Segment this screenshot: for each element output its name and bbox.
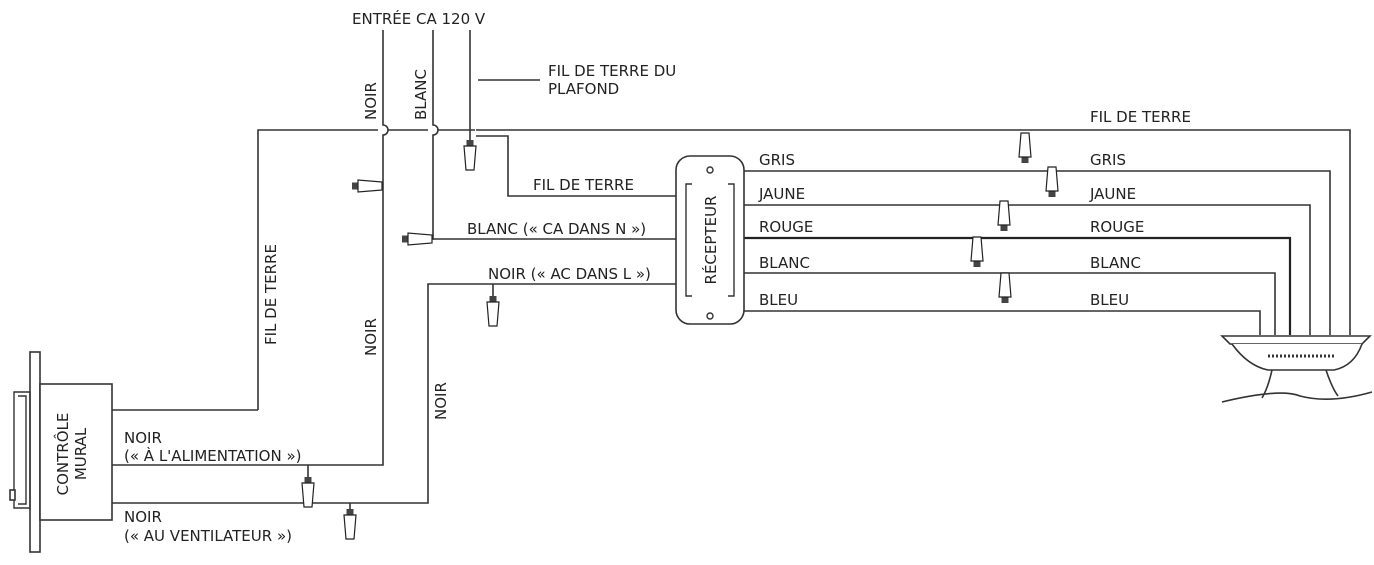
fan-in-bleu: BLEU xyxy=(1090,291,1129,309)
to-power-label-line2: (« À L'ALIMENTATION ») xyxy=(124,446,302,465)
to-fan-label-line2: (« AU VENTILATEUR ») xyxy=(124,527,292,545)
receiver-ground-label: FIL DE TERRE xyxy=(533,176,634,194)
wire-nut-jaune xyxy=(1045,166,1059,197)
wire-nuts xyxy=(301,132,1059,540)
fan-in-gris: GRIS xyxy=(1090,151,1126,169)
wall-control-label-line1: CONTRÔLE xyxy=(53,413,72,496)
wire-nut-white xyxy=(402,232,433,246)
wire-nut-black-supply xyxy=(352,179,383,193)
wire-nut-blanc xyxy=(970,236,984,267)
noir-top-label: NOIR xyxy=(362,82,380,120)
ground-to-receiver-wire xyxy=(476,135,680,197)
wire-nut-gris xyxy=(1018,132,1032,163)
wire-gris xyxy=(742,170,1331,335)
ground-top-right-label: FIL DE TERRE xyxy=(1090,108,1191,126)
receiver-out-rouge: ROUGE xyxy=(759,218,813,236)
ceiling-fan xyxy=(1220,335,1373,403)
receiver-out-bleu: BLEU xyxy=(759,291,798,309)
wire-bleu xyxy=(742,310,1261,335)
receiver-out-gris: GRIS xyxy=(759,151,795,169)
wire-jaune xyxy=(742,204,1311,335)
wall-ground-label: FIL DE TERRE xyxy=(262,244,280,345)
white-ac-n-label: BLANC (« CA DANS N ») xyxy=(467,220,646,238)
receiver-out-jaune: JAUNE xyxy=(758,185,805,203)
ground-to-fan-wire xyxy=(476,129,1351,335)
wall-control: CONTRÔLE MURAL xyxy=(9,351,113,553)
receiver-out-blanc: BLANC xyxy=(759,254,810,272)
receiver-label: RÉCEPTEUR xyxy=(701,196,720,285)
wires xyxy=(112,30,1351,510)
wire-nut-black-fan xyxy=(343,509,357,540)
noir-mid-label: NOIR xyxy=(362,318,380,356)
wire-nut-ground-ceiling xyxy=(463,140,477,171)
wall-control-label-line2: MURAL xyxy=(72,427,90,480)
to-power-label-line1: NOIR xyxy=(124,429,162,447)
wire-rouge xyxy=(742,236,1292,335)
black-ac-l-label: NOIR (« AC DANS L ») xyxy=(488,265,651,283)
ceiling-ground-label-line2: PLAFOND xyxy=(548,80,619,98)
wire-nut-black-power xyxy=(301,477,315,508)
black-ac-l-wire xyxy=(112,283,680,504)
blanc-top-label: BLANC xyxy=(412,69,430,120)
to-fan-label-line1: NOIR xyxy=(124,508,162,526)
input-label: ENTRÉE CA 120 V xyxy=(352,9,486,28)
ceiling-ground-label-line1: FIL DE TERRE DU xyxy=(548,62,676,80)
labels: ENTRÉE CA 120 V FIL DE TERRE DU PLAFOND … xyxy=(124,9,1191,545)
noir-right-label: NOIR xyxy=(432,382,450,420)
supply-black-wire xyxy=(112,30,389,466)
fan-in-blanc: BLANC xyxy=(1090,254,1141,272)
supply-white-wire xyxy=(422,30,439,240)
fan-in-jaune: JAUNE xyxy=(1089,185,1136,203)
wire-nut-bleu xyxy=(998,272,1012,303)
fan-in-rouge: ROUGE xyxy=(1090,218,1144,236)
wire-nut-black-ac-l xyxy=(486,296,500,327)
receiver-unit: RÉCEPTEUR xyxy=(675,155,745,325)
ground-bus-wire xyxy=(257,129,475,410)
wire-nut-rouge xyxy=(997,200,1011,231)
wire-blanc xyxy=(742,272,1276,335)
